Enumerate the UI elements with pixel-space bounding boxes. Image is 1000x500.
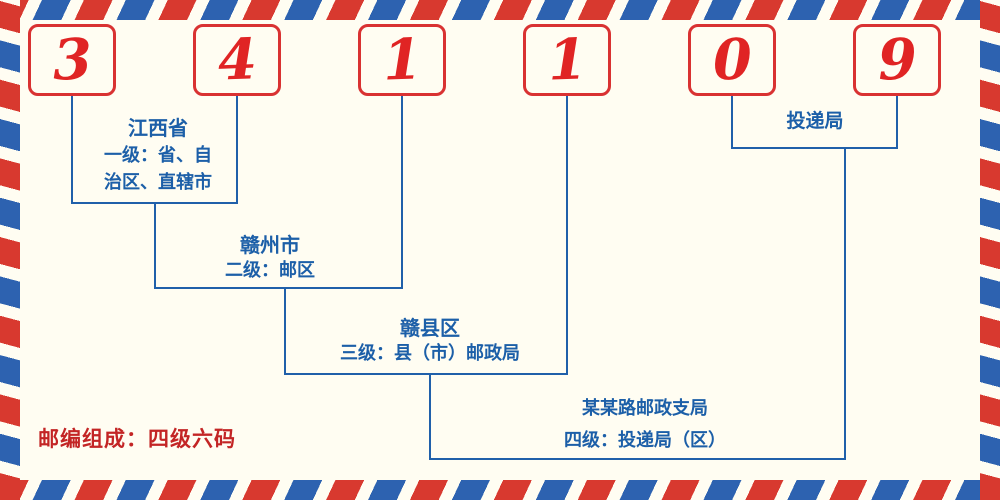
connector-delivery-right (896, 96, 898, 149)
postal-digit-box-2: 4 (193, 24, 281, 96)
connector-delivery-left (731, 96, 733, 149)
airmail-stripe-top (0, 0, 1000, 20)
airmail-stripe-right (980, 0, 1000, 500)
connector-level1-to-level2 (154, 202, 156, 289)
postal-digit-box-1: 3 (28, 24, 116, 96)
level2-description: 二级：邮区 (225, 260, 315, 281)
delivery-bureau-label: 投递局 (786, 110, 844, 132)
connector-delivery-to-level4 (844, 147, 846, 460)
level2-region-label: 赣州市 (240, 233, 300, 257)
connector-delivery-bottom (731, 147, 898, 149)
connector-level3-right (566, 96, 568, 375)
connector-level3-bottom (284, 373, 568, 375)
postal-digit-4: 1 (546, 26, 588, 94)
level1-description: 一级：省、自 治区、直辖市 (104, 145, 212, 193)
connector-level1-right (236, 96, 238, 204)
postal-digit-box-3: 1 (358, 24, 446, 96)
postal-digit-1: 3 (51, 26, 93, 94)
composition-note: 邮编组成：四级六码 (38, 427, 236, 451)
postal-digit-3: 1 (381, 26, 423, 94)
level4-region-label: 某某路邮政支局 (582, 398, 708, 419)
connector-level2-bottom (154, 287, 403, 289)
airmail-stripe-left (0, 0, 20, 500)
level4-description: 四级：投递局（区） (564, 430, 726, 451)
connector-level2-to-level3 (284, 287, 286, 375)
level1-region-label: 江西省 (128, 116, 188, 140)
connector-level3-to-level4 (429, 373, 431, 460)
connector-level4-bottom (429, 458, 846, 460)
postal-digit-5: 0 (711, 26, 753, 94)
connector-level2-right (401, 96, 403, 289)
airmail-stripe-bottom (0, 480, 1000, 500)
connector-level1-left (71, 96, 73, 204)
postal-digit-6: 9 (876, 26, 918, 94)
postal-digit-box-4: 1 (523, 24, 611, 96)
level3-description: 三级：县（市）邮政局 (340, 343, 520, 364)
postal-digit-box-5: 0 (688, 24, 776, 96)
level3-region-label: 赣县区 (400, 316, 460, 340)
postal-digit-2: 4 (216, 26, 258, 94)
postal-digit-box-6: 9 (853, 24, 941, 96)
